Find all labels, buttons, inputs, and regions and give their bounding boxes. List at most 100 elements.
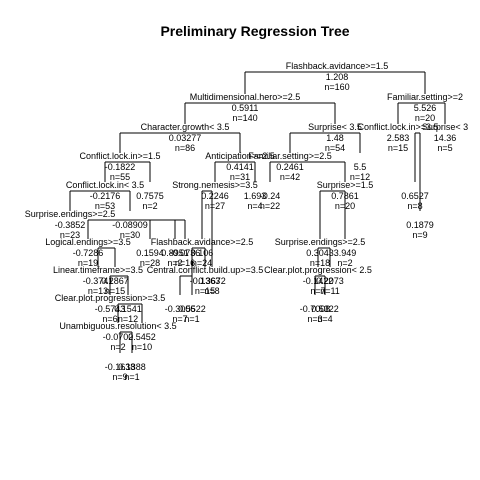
- node-count: n=42: [280, 172, 300, 182]
- node-count: n=7: [310, 286, 325, 296]
- node-count: n=9: [412, 230, 427, 240]
- node-count: n=2: [142, 201, 157, 211]
- node-count: n=2: [110, 342, 125, 352]
- node-count: n=15: [195, 286, 215, 296]
- node-mean-value: -0.2176: [90, 191, 121, 201]
- node-count: n=15: [105, 286, 125, 296]
- node-count: n=28: [140, 258, 160, 268]
- node-count: n=12: [118, 314, 138, 324]
- node-mean-value: 0.1388: [118, 362, 146, 372]
- node-count: n=8: [407, 201, 422, 211]
- node-split-rule: Logical.endings>=3.5: [45, 237, 131, 247]
- node-split-rule: Unambiguous.resolution< 3.5: [59, 321, 176, 331]
- node-count: n=24: [192, 258, 212, 268]
- node-count: n=2: [337, 258, 352, 268]
- tree-node: 5.5n=12: [350, 162, 370, 182]
- node-count: n=27: [205, 201, 225, 211]
- node-mean-value: -0.7286: [73, 248, 104, 258]
- node-mean-value: 0.3672: [198, 276, 226, 286]
- node-mean-value: -0.24: [260, 191, 281, 201]
- chart-title: Preliminary Regression Tree: [160, 23, 349, 39]
- node-count: n=1: [124, 372, 139, 382]
- node-mean-value: 0.106: [191, 248, 214, 258]
- node-split-rule: Linear.timeframe>=3.5: [53, 265, 143, 275]
- node-count: n=13: [88, 286, 108, 296]
- node-mean-value: -0.1822: [105, 162, 136, 172]
- node-split-rule: Surprise< 3.5: [308, 122, 362, 132]
- node-split-rule: Flashback.avidance>=1.5: [286, 61, 389, 71]
- node-split-rule: Clear.plot.progression< 2.5: [264, 265, 372, 275]
- node-split-rule: Character.growth< 3.5: [141, 122, 230, 132]
- node-count: n=22: [260, 201, 280, 211]
- node-split-rule: Strong.nemesis>=3.5: [172, 180, 258, 190]
- node-split-rule: Surprise.endings>=2.5: [275, 237, 366, 247]
- node-count: n=7: [172, 314, 187, 324]
- node-split-rule: Conflict.lock.in>=3.5: [357, 122, 438, 132]
- node-mean-value: 1.693: [244, 191, 267, 201]
- node-count: n=1: [184, 314, 199, 324]
- node-mean-value: -0.1363: [190, 276, 221, 286]
- node-mean-value: 0.1594: [136, 248, 164, 258]
- node-split-rule: Familiar.setting>=2: [387, 92, 463, 102]
- node-count: n=3: [307, 314, 322, 324]
- node-mean-value: 0.1879: [406, 220, 434, 230]
- node-mean-value: 0.03277: [169, 133, 202, 143]
- node-mean-value: 14.36: [434, 133, 457, 143]
- node-count: n=16: [175, 258, 195, 268]
- node-mean-value: -0.0736: [170, 248, 201, 258]
- node-count: n=11: [320, 286, 340, 296]
- node-count: n=53: [95, 201, 115, 211]
- node-count: n=10: [132, 342, 152, 352]
- node-mean-value: -0.3852: [55, 220, 86, 230]
- node-count: n=23: [60, 230, 80, 240]
- node-mean-value: -0.3006: [165, 304, 196, 314]
- node-count: n=55: [110, 172, 130, 182]
- node-split-rule: Anticipation>=2.5: [205, 151, 275, 161]
- node-count: n=4: [247, 201, 262, 211]
- node-count: n=15: [388, 143, 408, 153]
- node-mean-value: 0.2246: [201, 191, 229, 201]
- node-mean-value: 0.5911: [232, 103, 259, 113]
- node-split-rule: Clear.plot.progression>=3.5: [55, 293, 166, 303]
- node-mean-value: 1.48: [326, 133, 344, 143]
- node-mean-value: -0.3741: [83, 276, 114, 286]
- node-count: n=20: [415, 113, 435, 123]
- tree-node: Surprise< 3.51.48n=54: [308, 122, 362, 153]
- node-mean-value: 3.949: [334, 248, 357, 258]
- node-mean-value: 1.208: [326, 72, 349, 82]
- node-count: n=19: [78, 258, 98, 268]
- node-split-rule: Multidimensional.hero>=2.5: [190, 92, 301, 102]
- node-split-rule: Surprise< 3: [422, 122, 468, 132]
- node-count: n=20: [335, 201, 355, 211]
- node-mean-value: 5.5: [354, 162, 367, 172]
- tree-node: Surprise< 314.36n=5: [422, 122, 468, 153]
- node-mean-value: 0.2867: [101, 276, 129, 286]
- node-count: n=8: [204, 286, 219, 296]
- node-count: n=5: [437, 143, 452, 153]
- node-count: n=6: [102, 314, 117, 324]
- node-mean-value: 5.526: [414, 103, 437, 113]
